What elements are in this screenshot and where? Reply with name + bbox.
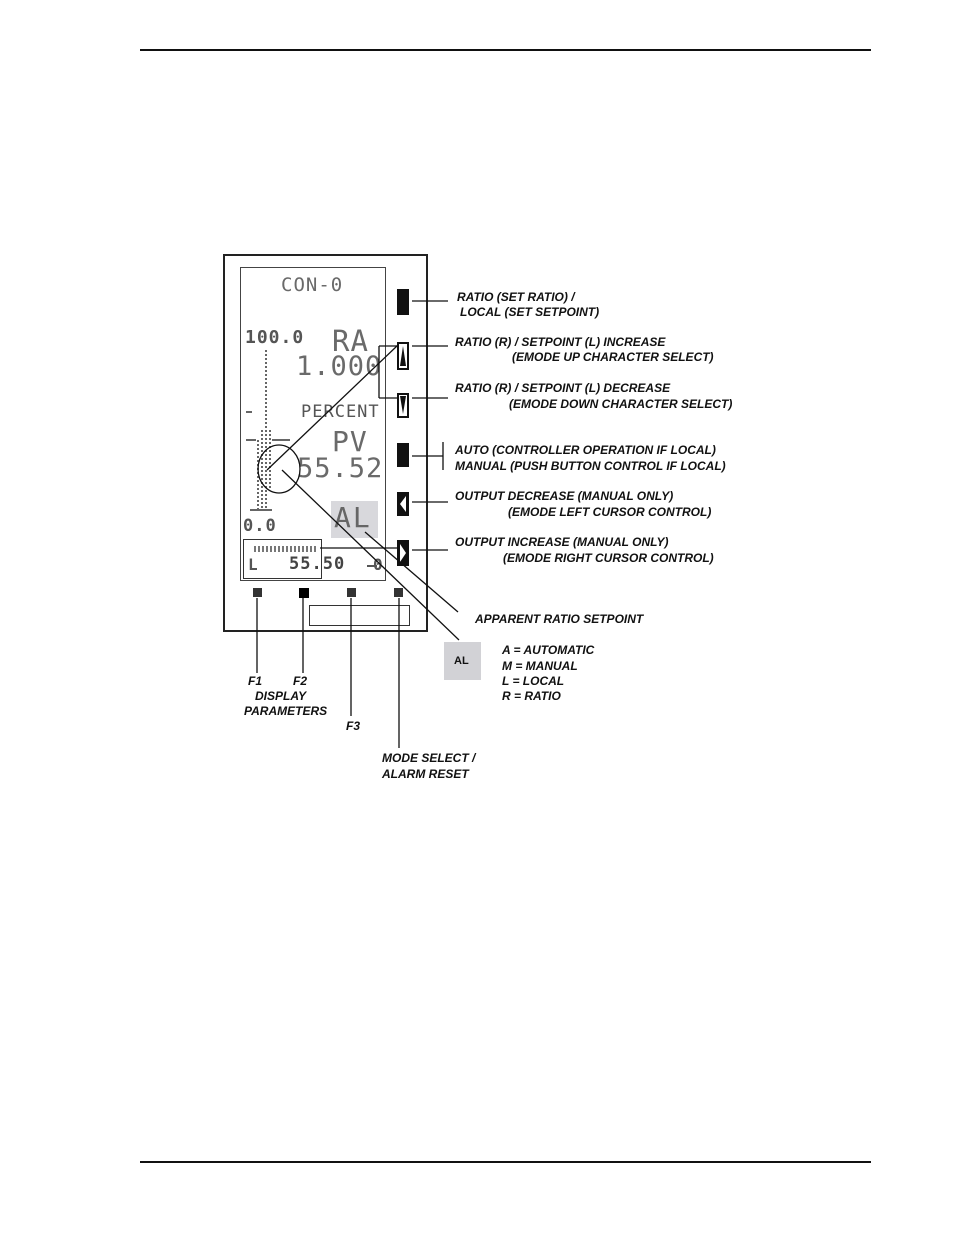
callout-output-increase-line2: (EMODE RIGHT CURSOR CONTROL) bbox=[503, 551, 714, 565]
footer-rule bbox=[140, 1161, 871, 1163]
header-rule bbox=[140, 49, 871, 51]
output-bargraph-frame bbox=[243, 539, 322, 579]
label-mode-select-line1: MODE SELECT / bbox=[382, 751, 476, 765]
ratio-value: 1.000 bbox=[296, 351, 383, 382]
callout-ratio-local-line1: RATIO (SET RATIO) / bbox=[457, 290, 575, 304]
legend-item: M = MANUAL bbox=[502, 659, 578, 673]
vertical-bargraph bbox=[257, 350, 271, 510]
output-bar-low-label: L bbox=[248, 555, 259, 574]
bar-marker bbox=[367, 565, 377, 567]
output-bar-high-label: 0 bbox=[373, 555, 384, 574]
mode-select-key[interactable] bbox=[394, 588, 403, 597]
units-label: PERCENT bbox=[301, 402, 380, 422]
down-arrow-icon bbox=[400, 396, 406, 414]
scale-top-label: 100.0 bbox=[245, 327, 305, 348]
legend-badge-text: AL bbox=[454, 655, 469, 667]
callout-decrease-line2: (EMODE DOWN CHARACTER SELECT) bbox=[509, 397, 733, 411]
callout-ratio-local-line2: LOCAL (SET SETPOINT) bbox=[460, 305, 600, 319]
callout-auto-line1: AUTO (CONTROLLER OPERATION IF LOCAL) bbox=[455, 443, 716, 457]
label-display-line1: DISPLAY bbox=[255, 689, 307, 703]
scale-bottom-label: 0.0 bbox=[243, 516, 277, 536]
f2-key[interactable] bbox=[299, 588, 309, 598]
mode-indicator-text: AL bbox=[334, 501, 372, 534]
callout-increase-line2: (EMODE UP CHARACTER SELECT) bbox=[512, 350, 714, 364]
f1-key[interactable] bbox=[253, 588, 262, 597]
label-f2: F2 bbox=[293, 674, 308, 688]
legend-item: R = RATIO bbox=[502, 689, 561, 703]
tag-label-slot bbox=[309, 605, 410, 626]
label-f1: F1 bbox=[248, 674, 263, 688]
output-decrease-button[interactable] bbox=[397, 492, 409, 516]
callout-output-decrease-line2: (EMODE LEFT CURSOR CONTROL) bbox=[508, 505, 712, 519]
right-arrow-icon bbox=[400, 544, 406, 562]
increase-button[interactable] bbox=[397, 342, 409, 370]
mode-indicator: AL bbox=[331, 501, 378, 538]
output-value: 55.50 bbox=[289, 554, 346, 574]
output-increase-button[interactable] bbox=[397, 540, 409, 566]
pv-value: 55.52 bbox=[297, 453, 384, 484]
legend-item: A = AUTOMATIC bbox=[502, 643, 595, 657]
legend-badge: AL bbox=[444, 642, 481, 680]
legend-item: L = LOCAL bbox=[502, 674, 565, 688]
output-bargraph bbox=[254, 546, 318, 552]
auto-manual-button[interactable] bbox=[397, 443, 409, 467]
f3-key[interactable] bbox=[347, 588, 356, 597]
display-title: CON-0 bbox=[281, 274, 344, 296]
callout-output-increase-line1: OUTPUT INCREASE (MANUAL ONLY) bbox=[455, 535, 669, 549]
label-mode-select-line2: ALARM RESET bbox=[382, 767, 469, 781]
up-arrow-icon bbox=[400, 346, 406, 366]
ratio-mode-label: RA bbox=[332, 324, 369, 358]
callout-decrease-line1: RATIO (R) / SETPOINT (L) DECREASE bbox=[455, 381, 671, 395]
ratio-local-button[interactable] bbox=[397, 289, 409, 315]
callout-increase-line1: RATIO (R) / SETPOINT (L) INCREASE bbox=[455, 335, 666, 349]
callout-output-decrease-line1: OUTPUT DECREASE (MANUAL ONLY) bbox=[455, 489, 674, 503]
label-f3: F3 bbox=[346, 719, 361, 733]
left-arrow-icon bbox=[400, 496, 406, 512]
pv-label: PV bbox=[332, 425, 368, 458]
bargraph-ticks bbox=[246, 411, 290, 511]
decrease-button[interactable] bbox=[397, 393, 409, 418]
callout-auto-line2: MANUAL (PUSH BUTTON CONTROL IF LOCAL) bbox=[455, 459, 726, 473]
callout-apparent-setpoint: APPARENT RATIO SETPOINT bbox=[475, 612, 644, 626]
label-display-line2: PARAMETERS bbox=[244, 704, 328, 718]
